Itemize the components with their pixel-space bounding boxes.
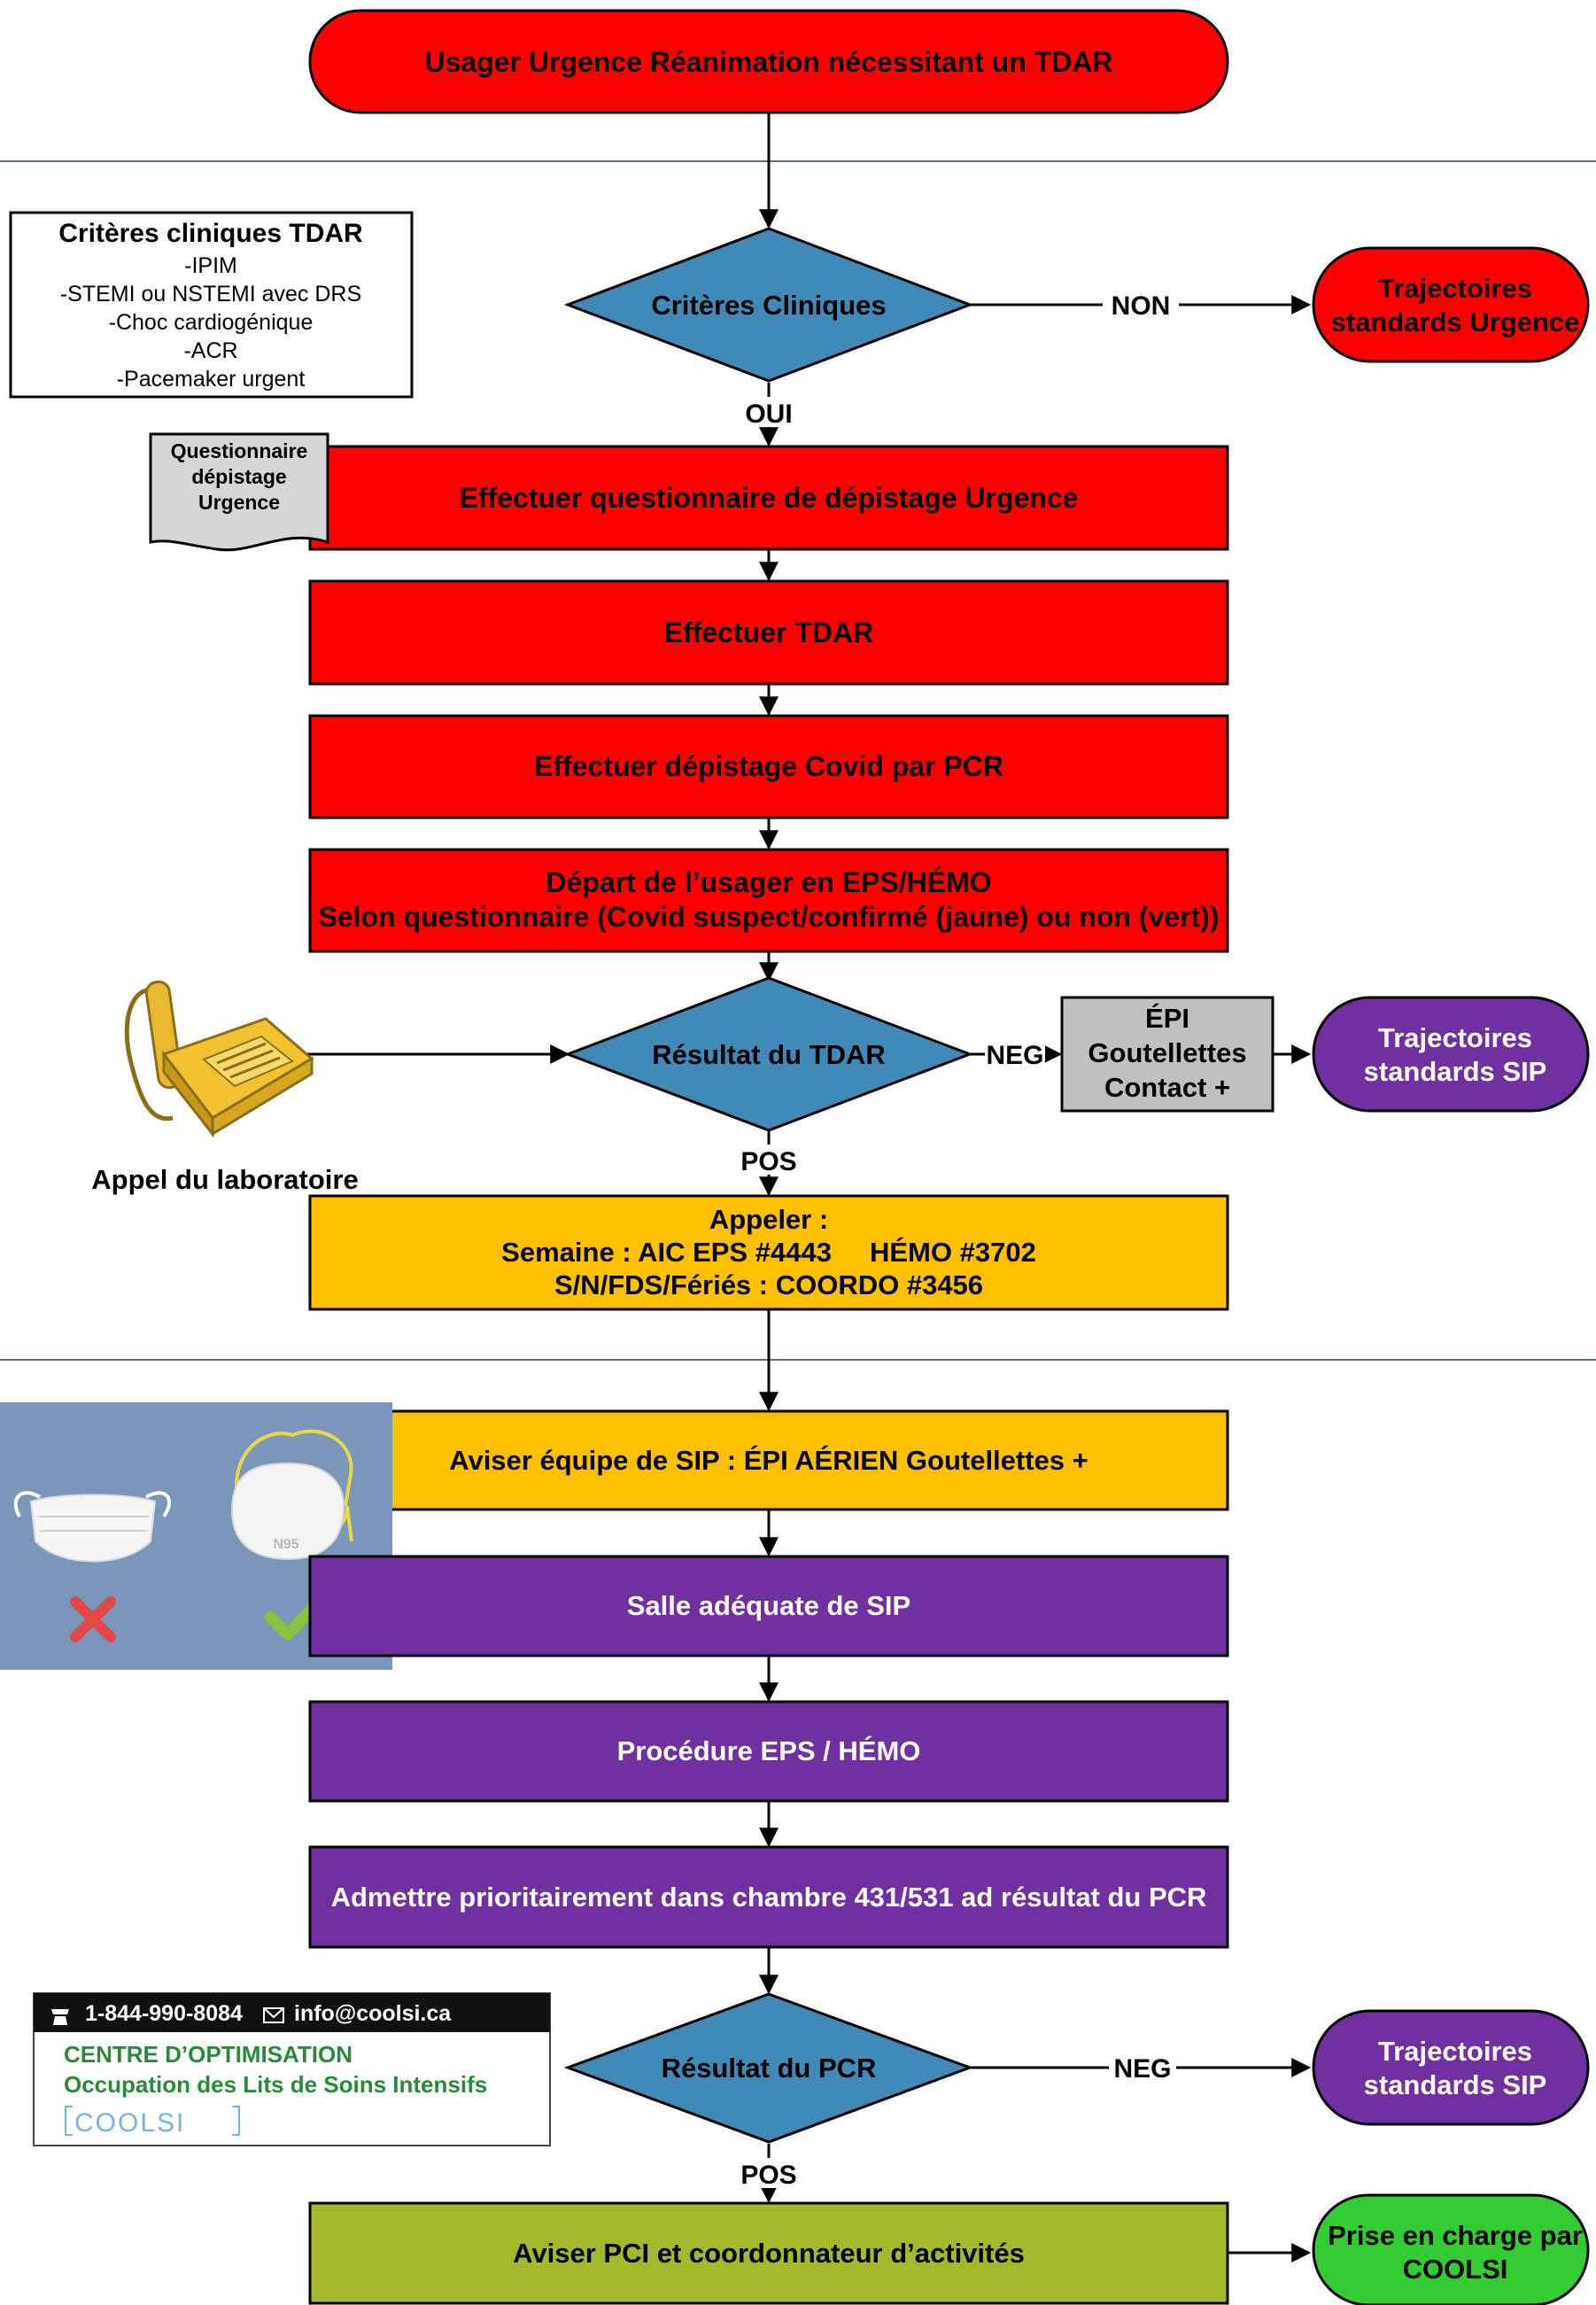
document-label: dépistage bbox=[191, 465, 286, 488]
terminator-label: COOLSI bbox=[1403, 2254, 1508, 2285]
start-terminator: Usager Urgence Réanimation nécessitant u… bbox=[308, 9, 1229, 114]
process-label: Semaine : AIC EPS #4443 HÉMO #3702 bbox=[501, 1237, 1036, 1268]
process-label: Effectuer questionnaire de dépistage Urg… bbox=[460, 482, 1079, 514]
epi-box: ÉPI Goutellettes Contact + bbox=[1060, 996, 1274, 1113]
decision-label: Critères Cliniques bbox=[651, 290, 886, 321]
criteria-item: -IPIM bbox=[184, 253, 237, 278]
epi-label: Goutellettes bbox=[1088, 1037, 1246, 1068]
process-label: Départ de l’usager en EPS/HÉMO bbox=[546, 866, 991, 898]
criteria-item: -Choc cardiogénique bbox=[109, 310, 314, 335]
edge-label-non: NON bbox=[1112, 291, 1171, 321]
logo-email: info@coolsi.ca bbox=[294, 2001, 452, 2026]
document-questionnaire: Questionnaire dépistage Urgence bbox=[149, 432, 329, 552]
edge-label-neg-pcr: NEG bbox=[1113, 2054, 1171, 2084]
process-admettre: Admettre prioritairement dans chambre 43… bbox=[308, 1845, 1229, 1949]
n95-mask-icon: N95 bbox=[230, 1429, 353, 1561]
edge-label-pos-tdar: POS bbox=[740, 1147, 796, 1176]
decision-label: Résultat du PCR bbox=[662, 2053, 877, 2084]
epi-label: Contact + bbox=[1104, 1072, 1230, 1103]
process-label: Appeler : bbox=[709, 1204, 828, 1235]
epi-label: ÉPI bbox=[1145, 1003, 1189, 1034]
document-label: Questionnaire bbox=[171, 439, 308, 462]
process-questionnaire: Effectuer questionnaire de dépistage Urg… bbox=[308, 445, 1229, 551]
document-icon bbox=[149, 432, 329, 552]
terminator-trajectoires-urgence: Trajectoires standards Urgence bbox=[1312, 246, 1590, 363]
process-procedure-eps: Procédure EPS / HÉMO bbox=[308, 1700, 1229, 1803]
start-label: Usager Urgence Réanimation nécessitant u… bbox=[424, 46, 1112, 78]
terminator-trajectoires-sip: Trajectoires standards SIP bbox=[1312, 996, 1590, 1113]
terminator-label: Trajectoires bbox=[1378, 2036, 1532, 2067]
terminator-label: Trajectoires bbox=[1378, 273, 1532, 304]
process-salle-sip: Salle adéquate de SIP bbox=[308, 1555, 1229, 1657]
process-aviser-equipe-sip: Aviser équipe de SIP : ÉPI AÉRIEN Goutel… bbox=[308, 1409, 1229, 1511]
process-depart-usager: Départ de l’usager en EPS/HÉMO Selon que… bbox=[308, 848, 1229, 953]
process-label: Procédure EPS / HÉMO bbox=[617, 1735, 921, 1766]
terminator-label: standards SIP bbox=[1364, 2069, 1547, 2100]
criteria-item: -Pacemaker urgent bbox=[117, 367, 306, 392]
decision-criteres-cliniques: Critères Cliniques bbox=[563, 227, 974, 383]
process-effectuer-tdar: Effectuer TDAR bbox=[308, 579, 1229, 686]
process-label: Effectuer TDAR bbox=[664, 617, 873, 648]
process-appeler: Appeler : Semaine : AIC EPS #4443 HÉMO #… bbox=[308, 1194, 1229, 1311]
telephone-icon bbox=[124, 980, 314, 1138]
envelope-icon bbox=[263, 2007, 284, 2023]
terminator-prise-en-charge: Prise en charge par COOLSI bbox=[1312, 2193, 1590, 2305]
edge-label-oui: OUI bbox=[745, 400, 792, 429]
process-label: Selon questionnaire (Covid suspect/confi… bbox=[319, 901, 1220, 933]
terminator-label: standards SIP bbox=[1364, 1056, 1547, 1087]
logo-phone: 1-844-990-8084 bbox=[85, 2001, 243, 2026]
decision-label: Résultat du TDAR bbox=[652, 1039, 886, 1070]
decision-resultat-tdar: Résultat du TDAR bbox=[563, 976, 974, 1132]
process-aviser-pci: Aviser PCI et coordonnateur d’activités bbox=[308, 2201, 1229, 2305]
n95-label: N95 bbox=[273, 1537, 298, 1552]
surgical-mask-icon bbox=[13, 1491, 171, 1563]
criteria-item: -ACR bbox=[183, 338, 237, 363]
process-depistage-pcr: Effectuer dépistage Covid par PCR bbox=[308, 714, 1229, 819]
phone-small-icon bbox=[51, 2009, 69, 2025]
process-label: Aviser équipe de SIP : ÉPI AÉRIEN Goutel… bbox=[449, 1445, 1089, 1476]
terminator-label: Prise en charge par bbox=[1328, 2220, 1583, 2251]
cross-icon bbox=[70, 1596, 116, 1642]
terminator-trajectoires-sip-pcr: Trajectoires standards SIP bbox=[1312, 2009, 1590, 2126]
coolsi-logo: 1-844-990-8084 info@coolsi.ca CENTRE D’O… bbox=[33, 1992, 551, 2146]
edge-label-pos-pcr: POS bbox=[740, 2161, 796, 2190]
document-label: Urgence bbox=[198, 491, 280, 514]
criteria-item: -STEMI ou NSTEMI avec DRS bbox=[60, 282, 361, 307]
logo-line1: CENTRE D’OPTIMISATION bbox=[64, 2041, 353, 2068]
process-label: Aviser PCI et coordonnateur d’activités bbox=[513, 2238, 1025, 2269]
process-label: Salle adéquate de SIP bbox=[627, 1590, 910, 1621]
criteria-title: Critères cliniques TDAR bbox=[58, 219, 363, 248]
criteria-box: Critères cliniques TDAR -IPIM -STEMI ou … bbox=[9, 211, 414, 399]
edge-labels: NON OUI NEG POS NEG POS bbox=[739, 289, 1179, 2190]
logo-brand: COOLSI bbox=[74, 2108, 185, 2138]
phone-label: Appel du laboratoire bbox=[91, 1164, 358, 1195]
edge-label-neg-tdar: NEG bbox=[986, 1041, 1043, 1070]
decision-resultat-pcr: Résultat du PCR bbox=[563, 1992, 974, 2144]
process-label: Effectuer dépistage Covid par PCR bbox=[534, 750, 1003, 782]
process-label: S/N/FDS/Fériés : COORDO #3456 bbox=[554, 1269, 983, 1300]
terminator-label: standards Urgence bbox=[1331, 307, 1580, 338]
logo-line2: Occupation des Lits de Soins Intensifs bbox=[64, 2071, 487, 2098]
process-label: Admettre prioritairement dans chambre 43… bbox=[331, 1882, 1207, 1913]
terminator-label: Trajectoires bbox=[1378, 1022, 1532, 1053]
